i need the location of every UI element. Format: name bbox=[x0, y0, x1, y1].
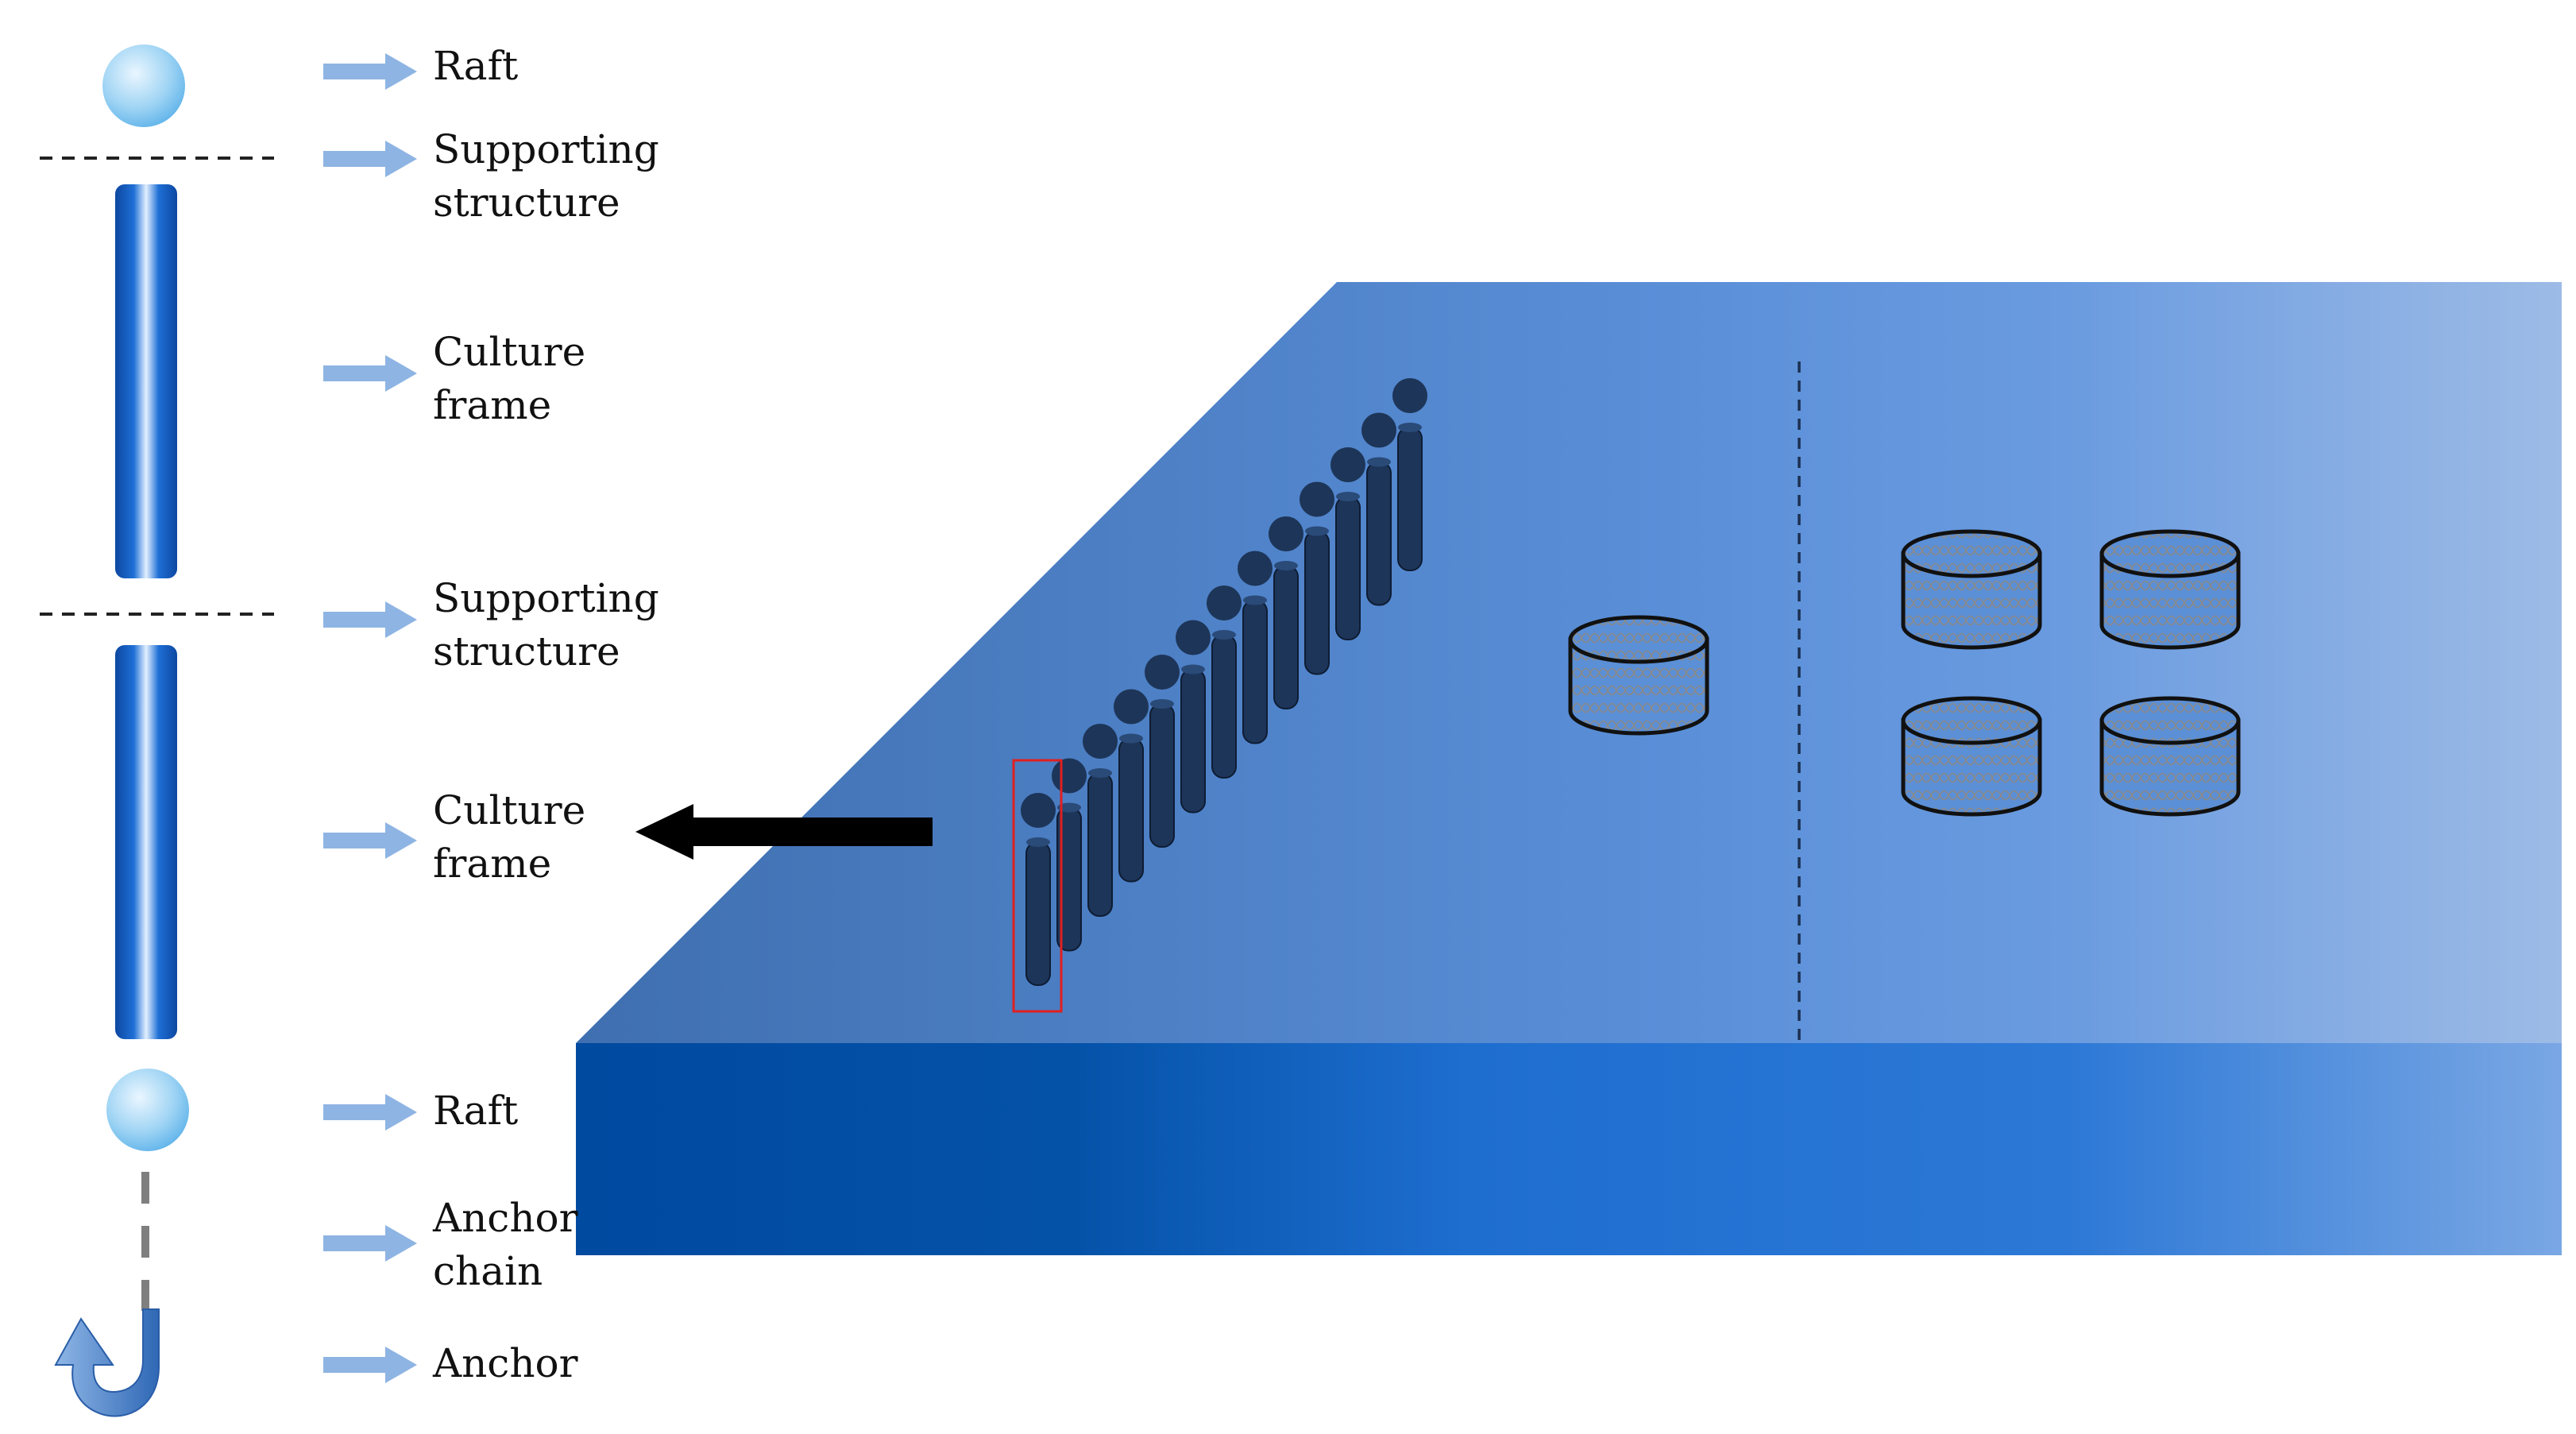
legend-entry-support-2: Supporting structure bbox=[323, 575, 659, 674]
culture-frame-bar-icon bbox=[115, 184, 177, 578]
label-line: frame bbox=[433, 382, 551, 428]
legend-entry-culture-2: Culture frame bbox=[323, 787, 585, 887]
anchor-icon bbox=[54, 1308, 160, 1417]
label-arrow-icon bbox=[323, 355, 417, 392]
label-line: chain bbox=[433, 1248, 543, 1294]
label-text: Supporting structure bbox=[433, 126, 659, 226]
label-text: Supporting structure bbox=[433, 575, 659, 674]
label-line: Culture bbox=[433, 329, 585, 375]
raft-ball-icon bbox=[106, 1069, 189, 1151]
label-arrow-icon bbox=[323, 53, 417, 90]
label-arrow-icon bbox=[323, 141, 417, 177]
label-text: Culture frame bbox=[433, 787, 585, 887]
label-line: Supporting bbox=[433, 575, 659, 621]
culture-frame-bar-icon bbox=[115, 645, 177, 1039]
culture-post bbox=[1238, 551, 1273, 744]
legend-entry-culture-1: Culture frame bbox=[323, 329, 585, 428]
label-arrow-icon bbox=[323, 822, 417, 859]
label-line: Culture bbox=[433, 787, 585, 833]
label-arrow-icon bbox=[323, 1225, 417, 1262]
label-line: structure bbox=[433, 180, 620, 226]
label-line: Anchor bbox=[432, 1195, 578, 1241]
net-cage-icon bbox=[2099, 696, 2241, 817]
legend-entry-raft-top: Raft bbox=[323, 43, 518, 90]
label-arrow-icon bbox=[323, 1347, 417, 1383]
culture-post bbox=[1392, 378, 1427, 571]
label-line: Raft bbox=[433, 1088, 518, 1134]
label-text: Anchor bbox=[432, 1340, 578, 1386]
culture-post bbox=[1083, 724, 1118, 917]
net-cage-icon bbox=[1901, 529, 2042, 650]
net-cage-icon bbox=[1568, 615, 1709, 736]
culture-post bbox=[1269, 516, 1303, 709]
culture-post bbox=[1052, 758, 1087, 952]
legend-icons bbox=[40, 44, 274, 1417]
net-cage-icon bbox=[2099, 529, 2241, 650]
legend-entry-anchor: Anchor bbox=[323, 1340, 578, 1386]
label-line: Anchor bbox=[432, 1340, 578, 1386]
legend-entry-anchor-chain: Anchor chain bbox=[323, 1195, 578, 1294]
culture-post bbox=[1114, 689, 1149, 883]
raft-ball-icon bbox=[102, 44, 185, 127]
label-arrow-icon bbox=[323, 601, 417, 638]
net-cage-icon bbox=[1901, 696, 2042, 817]
net-cage-group bbox=[1568, 529, 2241, 817]
legend-entry-support-1: Supporting structure bbox=[323, 126, 659, 226]
culture-post bbox=[1330, 447, 1365, 640]
highlight-box bbox=[1012, 759, 1063, 1013]
label-arrow-icon bbox=[323, 1094, 417, 1131]
sea-block bbox=[576, 282, 2562, 1255]
label-text: Raft bbox=[433, 1088, 518, 1134]
label-text: Anchor chain bbox=[432, 1195, 578, 1294]
culture-post bbox=[1021, 793, 1056, 986]
culture-post bbox=[1361, 412, 1396, 606]
label-line: Supporting bbox=[433, 126, 659, 172]
label-text: Raft bbox=[433, 43, 518, 89]
label-text: Culture frame bbox=[433, 329, 585, 428]
legend-entry-raft-bottom: Raft bbox=[323, 1088, 518, 1134]
sea-front-face bbox=[576, 1043, 2562, 1255]
pointer-arrow bbox=[635, 804, 933, 860]
label-line: structure bbox=[433, 628, 620, 674]
culture-post bbox=[1145, 655, 1180, 848]
culture-post-row bbox=[1021, 378, 1427, 986]
culture-post bbox=[1176, 620, 1211, 814]
culture-post bbox=[1207, 586, 1242, 779]
label-line: Raft bbox=[433, 43, 518, 89]
label-line: frame bbox=[433, 841, 551, 887]
culture-post bbox=[1300, 481, 1334, 675]
